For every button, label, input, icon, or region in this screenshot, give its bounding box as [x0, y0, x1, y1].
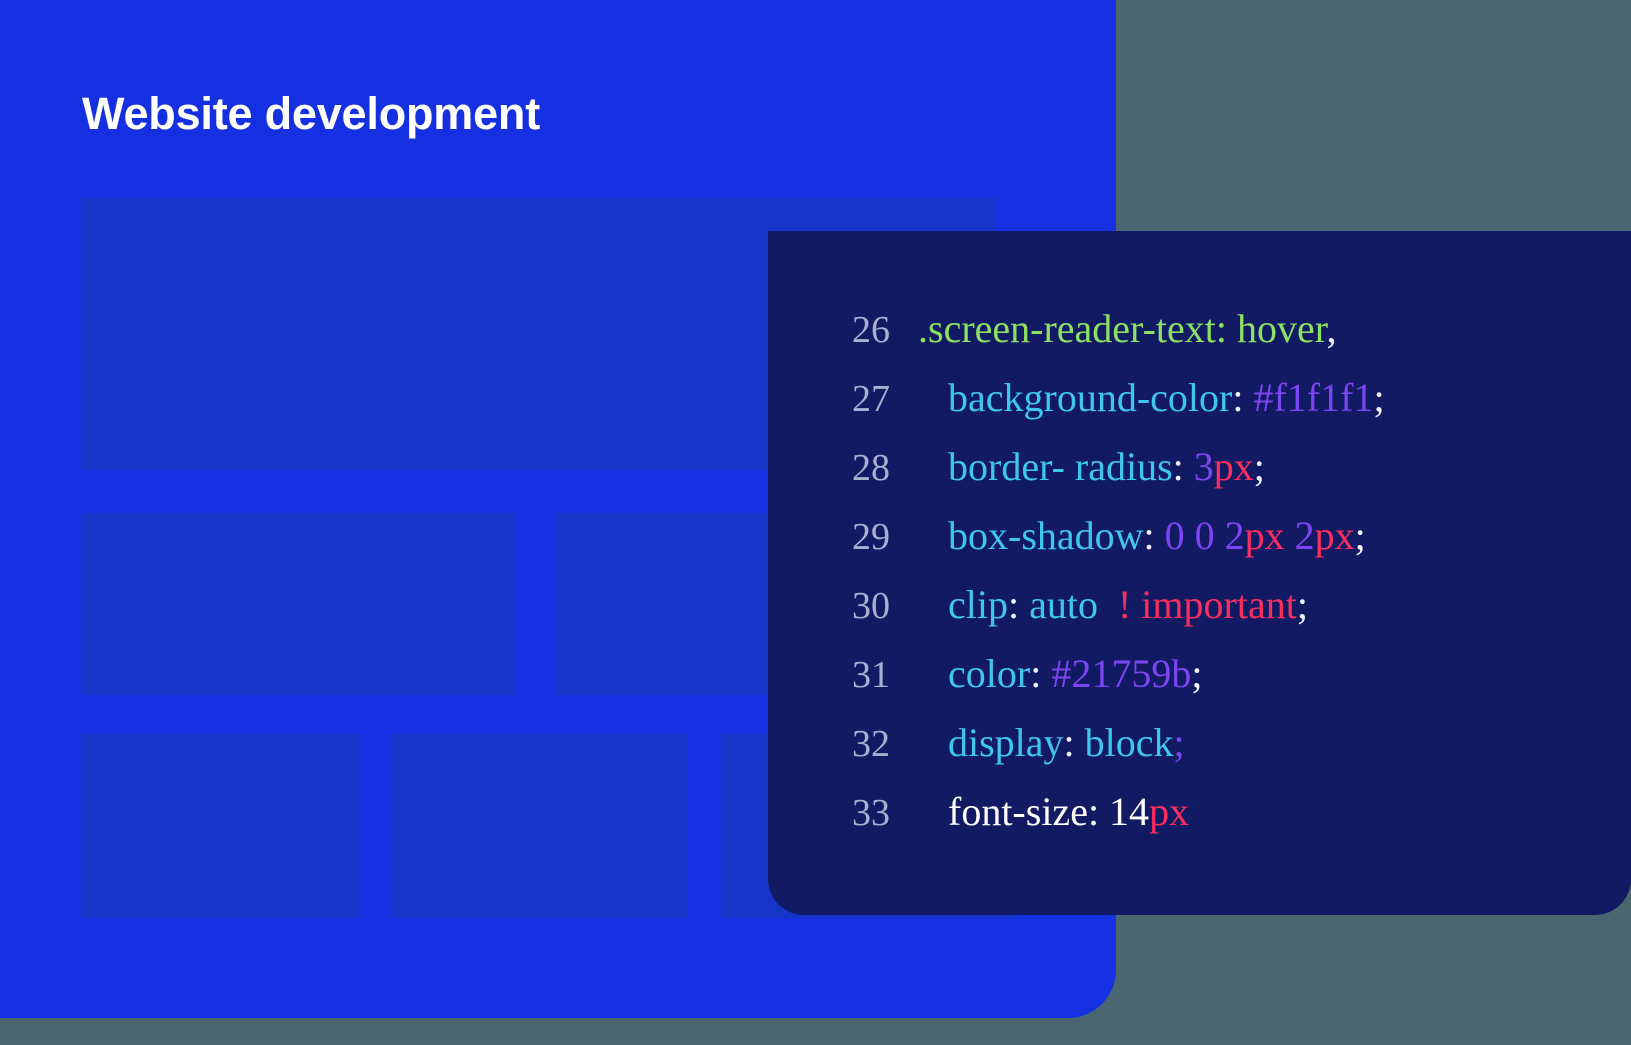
code-line-text: clip: auto ! important;	[890, 581, 1308, 628]
footer-block-1	[82, 734, 359, 918]
code-token-sel: :	[1215, 306, 1237, 351]
code-line: 33 font-size: 14px	[768, 788, 1631, 857]
code-token-unit: px	[1244, 513, 1285, 558]
page-title: Website development	[82, 88, 540, 139]
code-line-text: border- radius: 3px;	[890, 443, 1265, 490]
code-token-semi-v: ;	[1173, 720, 1185, 765]
code-token-punct: :	[1030, 651, 1052, 696]
code-line: 30 clip: auto ! important;	[768, 581, 1631, 650]
code-token-prop: border- radius	[918, 444, 1173, 489]
code-token-punct: :	[1063, 720, 1085, 765]
code-line: 31 color: #21759b;	[768, 650, 1631, 719]
code-token-punct: ;	[1191, 651, 1203, 696]
code-token-prop: clip	[918, 582, 1008, 627]
code-line-text: box-shadow: 0 0 2px 2px;	[890, 512, 1366, 559]
code-token-prop: display	[918, 720, 1064, 765]
code-token-punct: ;	[1296, 582, 1308, 627]
code-token-punct: ;	[1373, 375, 1385, 420]
code-line: 29 box-shadow: 0 0 2px 2px;	[768, 512, 1631, 581]
code-line-text: background-color: #f1f1f1;	[890, 374, 1385, 421]
code-token-num: 3	[1193, 444, 1214, 489]
code-token-sel: .screen-reader-text	[918, 306, 1216, 351]
code-line: 28 border- radius: 3px;	[768, 443, 1631, 512]
code-token-sel: hover	[1237, 306, 1327, 351]
code-line-list: 26.screen-reader-text: hover,27 backgrou…	[768, 305, 1631, 857]
code-line: 32 display: block;	[768, 719, 1631, 788]
code-token-punct: :	[1232, 375, 1254, 420]
code-token-unit: px	[1213, 444, 1254, 489]
code-token-imp: ! important	[1117, 582, 1297, 627]
code-line-text: display: block;	[890, 719, 1185, 766]
code-token-val: block	[1084, 720, 1174, 765]
code-line: 26.screen-reader-text: hover,	[768, 305, 1631, 374]
line-number: 28	[852, 447, 890, 489]
line-number: 30	[852, 585, 890, 627]
code-line-text: .screen-reader-text: hover,	[890, 305, 1336, 352]
line-number: 26	[852, 309, 890, 351]
code-token-punct: ;	[1354, 513, 1366, 558]
line-number: 31	[852, 654, 890, 696]
code-token-plain: font-size: 14	[918, 789, 1150, 834]
line-number: 33	[852, 792, 890, 834]
code-token-punct: :	[1172, 444, 1194, 489]
code-token-hex: #f1f1f1	[1253, 375, 1374, 420]
code-line-text: font-size: 14px	[890, 788, 1189, 835]
code-token-punct: :	[1143, 513, 1165, 558]
line-number: 27	[852, 378, 890, 420]
code-token-num: 2	[1284, 513, 1315, 558]
line-number: 29	[852, 516, 890, 558]
footer-block-2	[391, 734, 687, 918]
code-token-unit: px	[1149, 789, 1190, 834]
code-token-unit: px	[1314, 513, 1355, 558]
code-token-prop: color	[918, 651, 1031, 696]
code-line: 27 background-color: #f1f1f1;	[768, 374, 1631, 443]
code-editor-panel[interactable]: 26.screen-reader-text: hover,27 backgrou…	[768, 231, 1631, 915]
code-token-prop: box-shadow	[918, 513, 1144, 558]
code-token-punct: ;	[1253, 444, 1265, 489]
code-token-punct: :	[1007, 582, 1030, 627]
code-token-punct: ,	[1326, 306, 1337, 351]
code-token-prop: background-color	[918, 375, 1233, 420]
code-token-val: auto	[1029, 582, 1098, 627]
code-token-hex: #21759b	[1051, 651, 1192, 696]
content-block-1	[82, 513, 516, 695]
line-number: 32	[852, 723, 890, 765]
code-token-num: 0 0 2	[1164, 513, 1245, 558]
code-line-text: color: #21759b;	[890, 650, 1202, 697]
code-token-punct	[1098, 582, 1118, 627]
